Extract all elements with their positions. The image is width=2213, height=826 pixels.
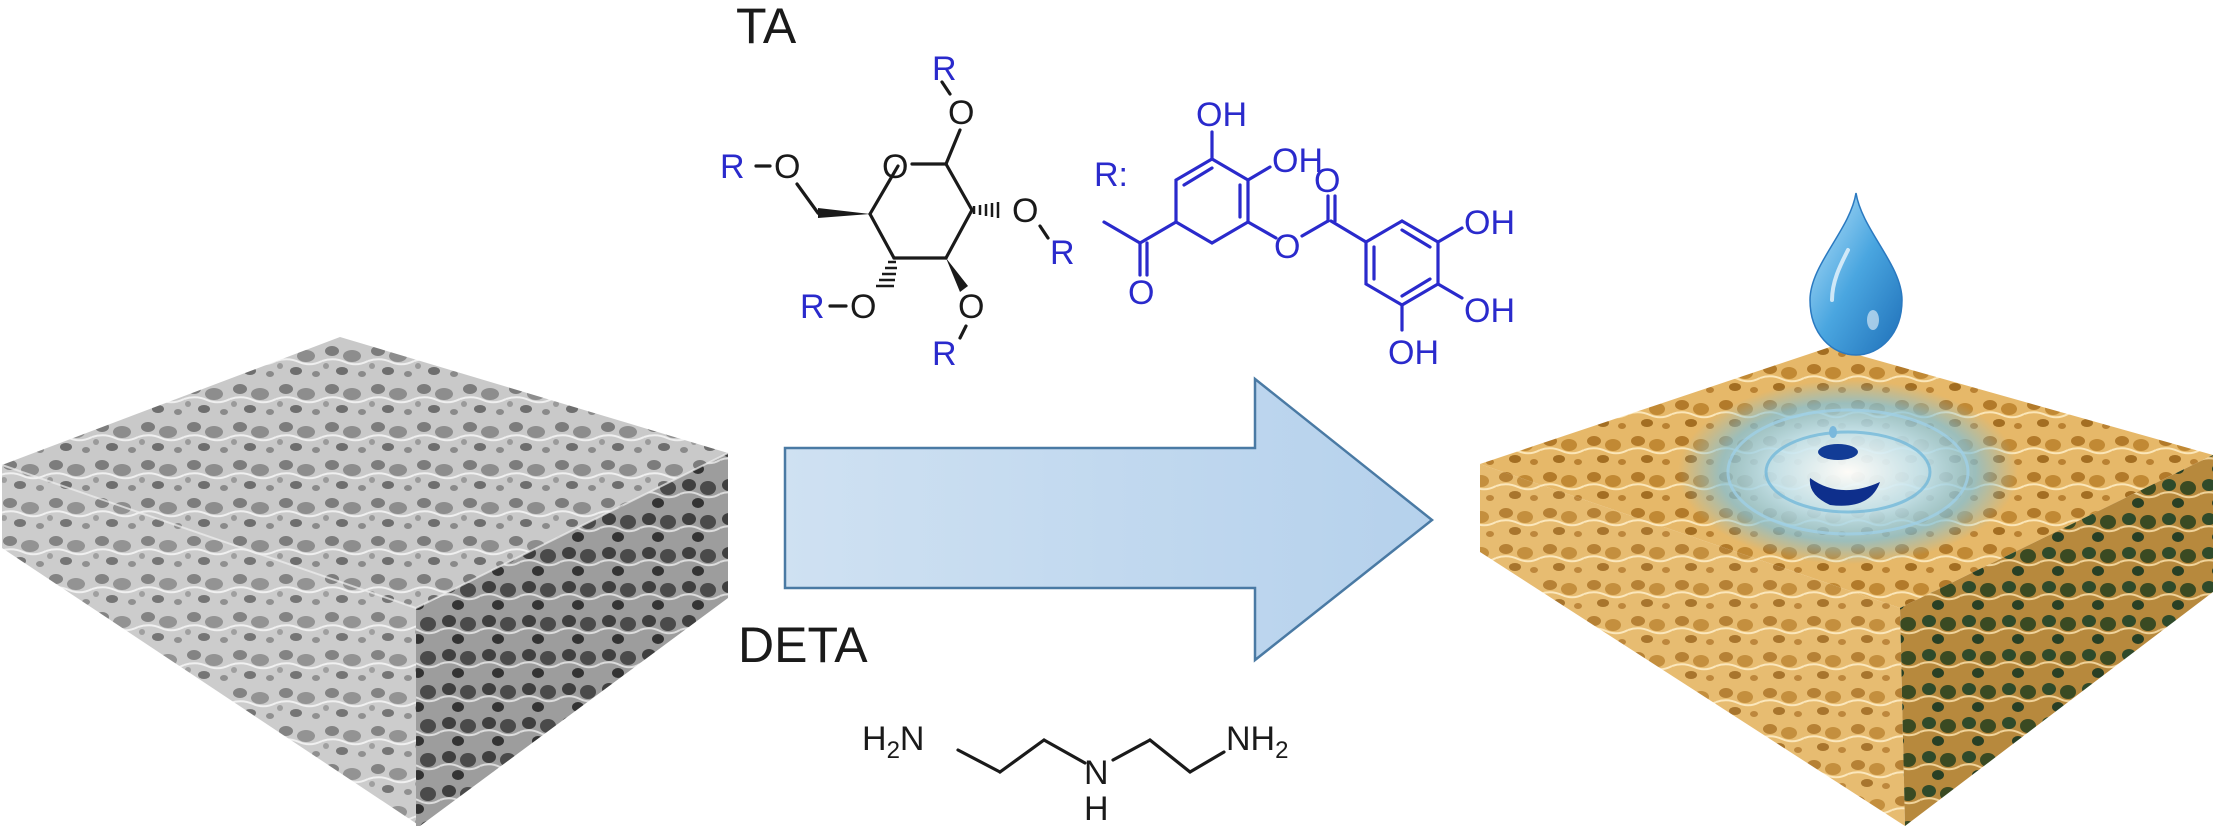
deta-right-amine: NH2	[1226, 720, 1288, 764]
r-group-right: R	[1050, 234, 1075, 272]
foam-top-face	[2, 337, 728, 608]
carbonyl-oxygen-2: O	[1314, 162, 1340, 200]
process-arrow	[783, 376, 1435, 663]
r-group-bottom-left: R	[800, 288, 825, 326]
deta-center-n: N	[1084, 754, 1109, 792]
oxygen-top: O	[948, 94, 974, 132]
ta-glucose-core-structure: O O R O R O R O R O R	[720, 50, 1075, 373]
foam-front-face	[2, 465, 420, 826]
foam-side-face	[416, 453, 728, 826]
carbonyl-oxygen-1: O	[1128, 274, 1154, 312]
hydroxyl-ring1-top: OH	[1196, 96, 1247, 134]
deta-center-h: H	[1084, 790, 1109, 826]
r-group-left: R	[720, 148, 745, 186]
hydroxyl-ring1-right: OH	[1272, 142, 1323, 180]
hydroxyl-ring2-bottom: OH	[1388, 334, 1439, 372]
untreated-foam-block	[1, 337, 729, 826]
r-group-top: R	[932, 50, 957, 88]
deta-structure: H2N N H NH2	[862, 720, 1288, 826]
ring-oxygen: O	[882, 148, 908, 186]
oxygen-bottom-left: O	[850, 288, 876, 326]
ester-oxygen: O	[1274, 228, 1300, 266]
oxygen-bottom-right: O	[958, 288, 984, 326]
coated-foam-front-face	[1480, 464, 1905, 826]
coated-foam-side-face	[1900, 455, 2213, 826]
hydroxyl-ring2-right: OH	[1464, 292, 1515, 330]
ta-label: TA	[736, 0, 797, 54]
deta-label: DETA	[738, 617, 868, 673]
wetting-spot-core	[1809, 478, 1880, 506]
oxygen-right: O	[1012, 192, 1038, 230]
r-definition-label: R:	[1094, 156, 1128, 194]
hydroxyl-ring2-top: OH	[1464, 204, 1515, 242]
r-group-bottom-right: R	[932, 335, 957, 373]
oxygen-left: O	[774, 148, 800, 186]
wetting-spot	[1678, 380, 2018, 564]
deta-left-amine: H2N	[862, 720, 924, 764]
coated-foam-block	[1480, 192, 2213, 826]
ta-r-group-definition: R: O OH OH O O OH OH OH	[1094, 96, 1515, 372]
water-droplet-icon	[1809, 192, 1903, 356]
